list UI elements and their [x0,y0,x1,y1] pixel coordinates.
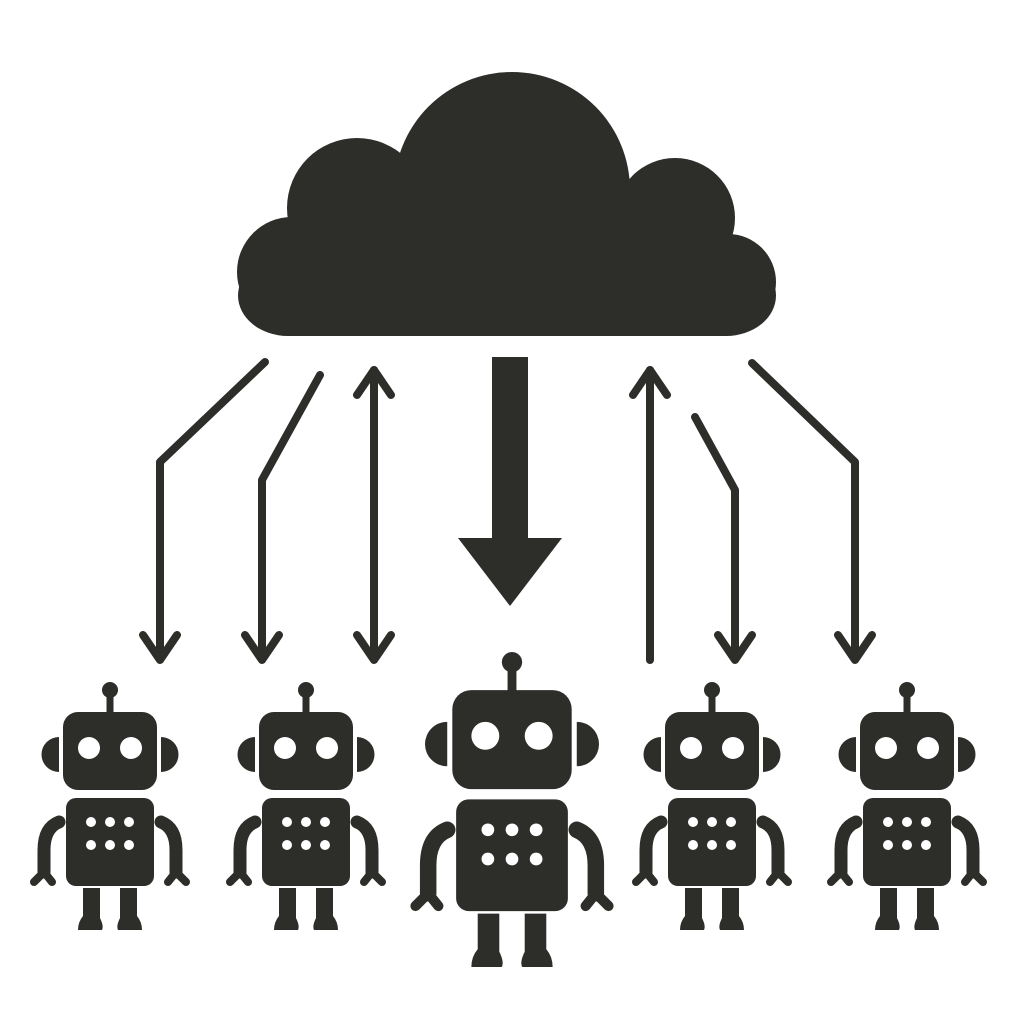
arrow-up-icon [629,366,671,664]
arrow-down-icon [139,358,269,664]
cloud-icon [237,72,776,336]
robot-icon [831,682,983,930]
arrow-down-icon [748,359,876,664]
arrow-down-icon [241,371,324,664]
robot-icon [230,682,382,930]
robot-icon [636,682,788,930]
robot-icon [415,652,608,967]
robot-icon [34,682,186,930]
arrow-down-icon [458,357,562,606]
arrow-down-icon [691,413,756,664]
arrow-up-down-icon [353,366,395,664]
